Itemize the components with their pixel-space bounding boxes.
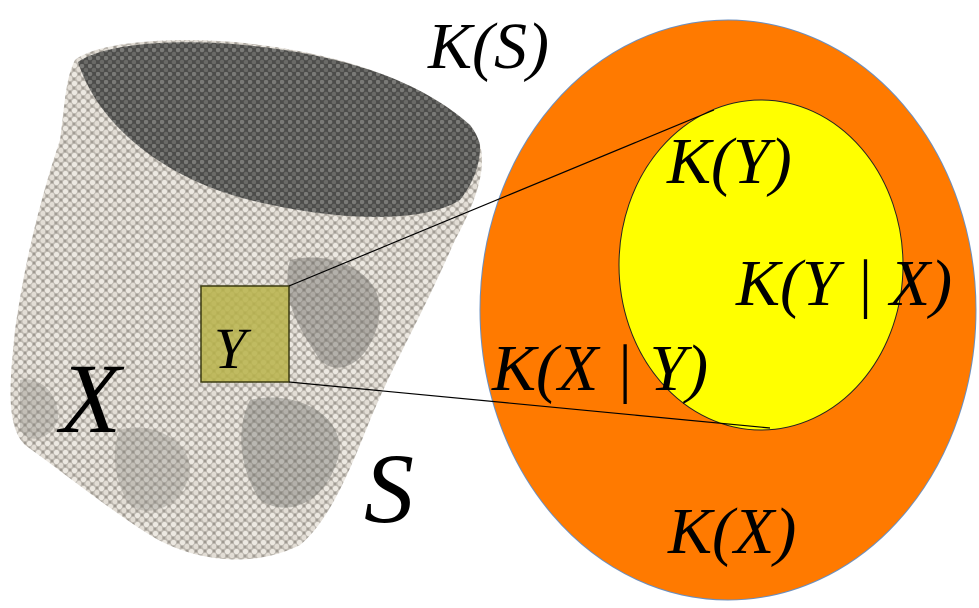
set-y-inner-ellipse bbox=[618, 99, 904, 431]
label-s: S bbox=[364, 433, 414, 544]
subsample-box-y bbox=[200, 285, 290, 383]
packing-top-face bbox=[78, 42, 480, 217]
label-k-of-y: K(Y) bbox=[666, 125, 792, 198]
label-k-of-y-given-x: K(Y | X) bbox=[735, 247, 952, 320]
label-x: X bbox=[56, 343, 125, 454]
label-k-of-x: K(X) bbox=[667, 495, 796, 568]
projection-line-bottom bbox=[288, 381, 771, 429]
label-k-of-x-given-y: K(X | Y) bbox=[491, 332, 708, 405]
label-k-of-s: K(S) bbox=[427, 10, 549, 83]
projection-line-top bbox=[288, 109, 715, 287]
label-y: Y bbox=[214, 316, 252, 381]
